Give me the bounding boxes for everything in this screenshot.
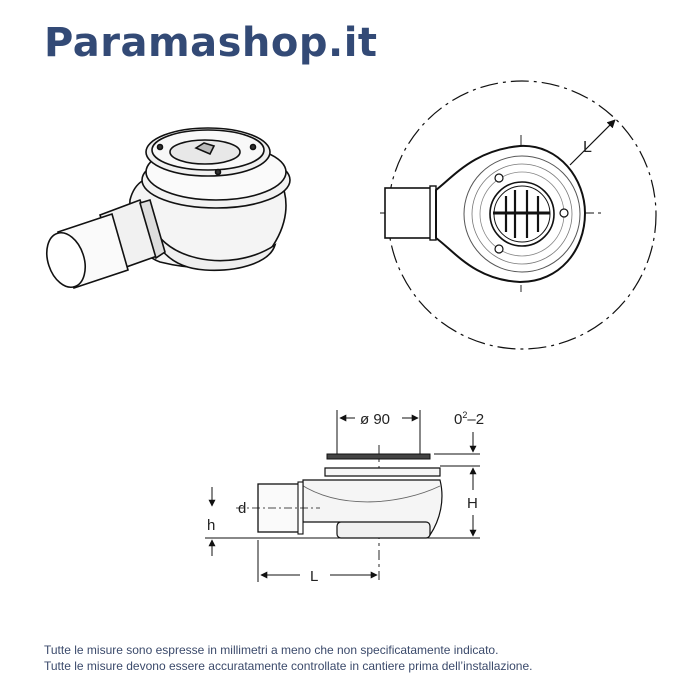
- footer-note-2: Tutte le misure devono essere accuratame…: [44, 659, 533, 673]
- footer-note-1: Tutte le misure sono espresse in millime…: [44, 643, 499, 657]
- adjustment-label: 02–2: [454, 410, 484, 428]
- length-label: L: [310, 568, 318, 585]
- diameter-label: ø 90: [360, 411, 390, 428]
- perspective-view: [46, 127, 291, 290]
- pipe-height-label: h: [207, 517, 215, 534]
- top-view: L: [380, 80, 657, 350]
- top-view-radius-label: L: [583, 139, 592, 156]
- pipe-diameter-label: d: [238, 500, 246, 517]
- side-section-view: ø 90 d h 02–2 H L: [205, 410, 484, 585]
- brand-logo: Paramashop.it: [44, 20, 378, 66]
- height-label: H: [467, 495, 478, 512]
